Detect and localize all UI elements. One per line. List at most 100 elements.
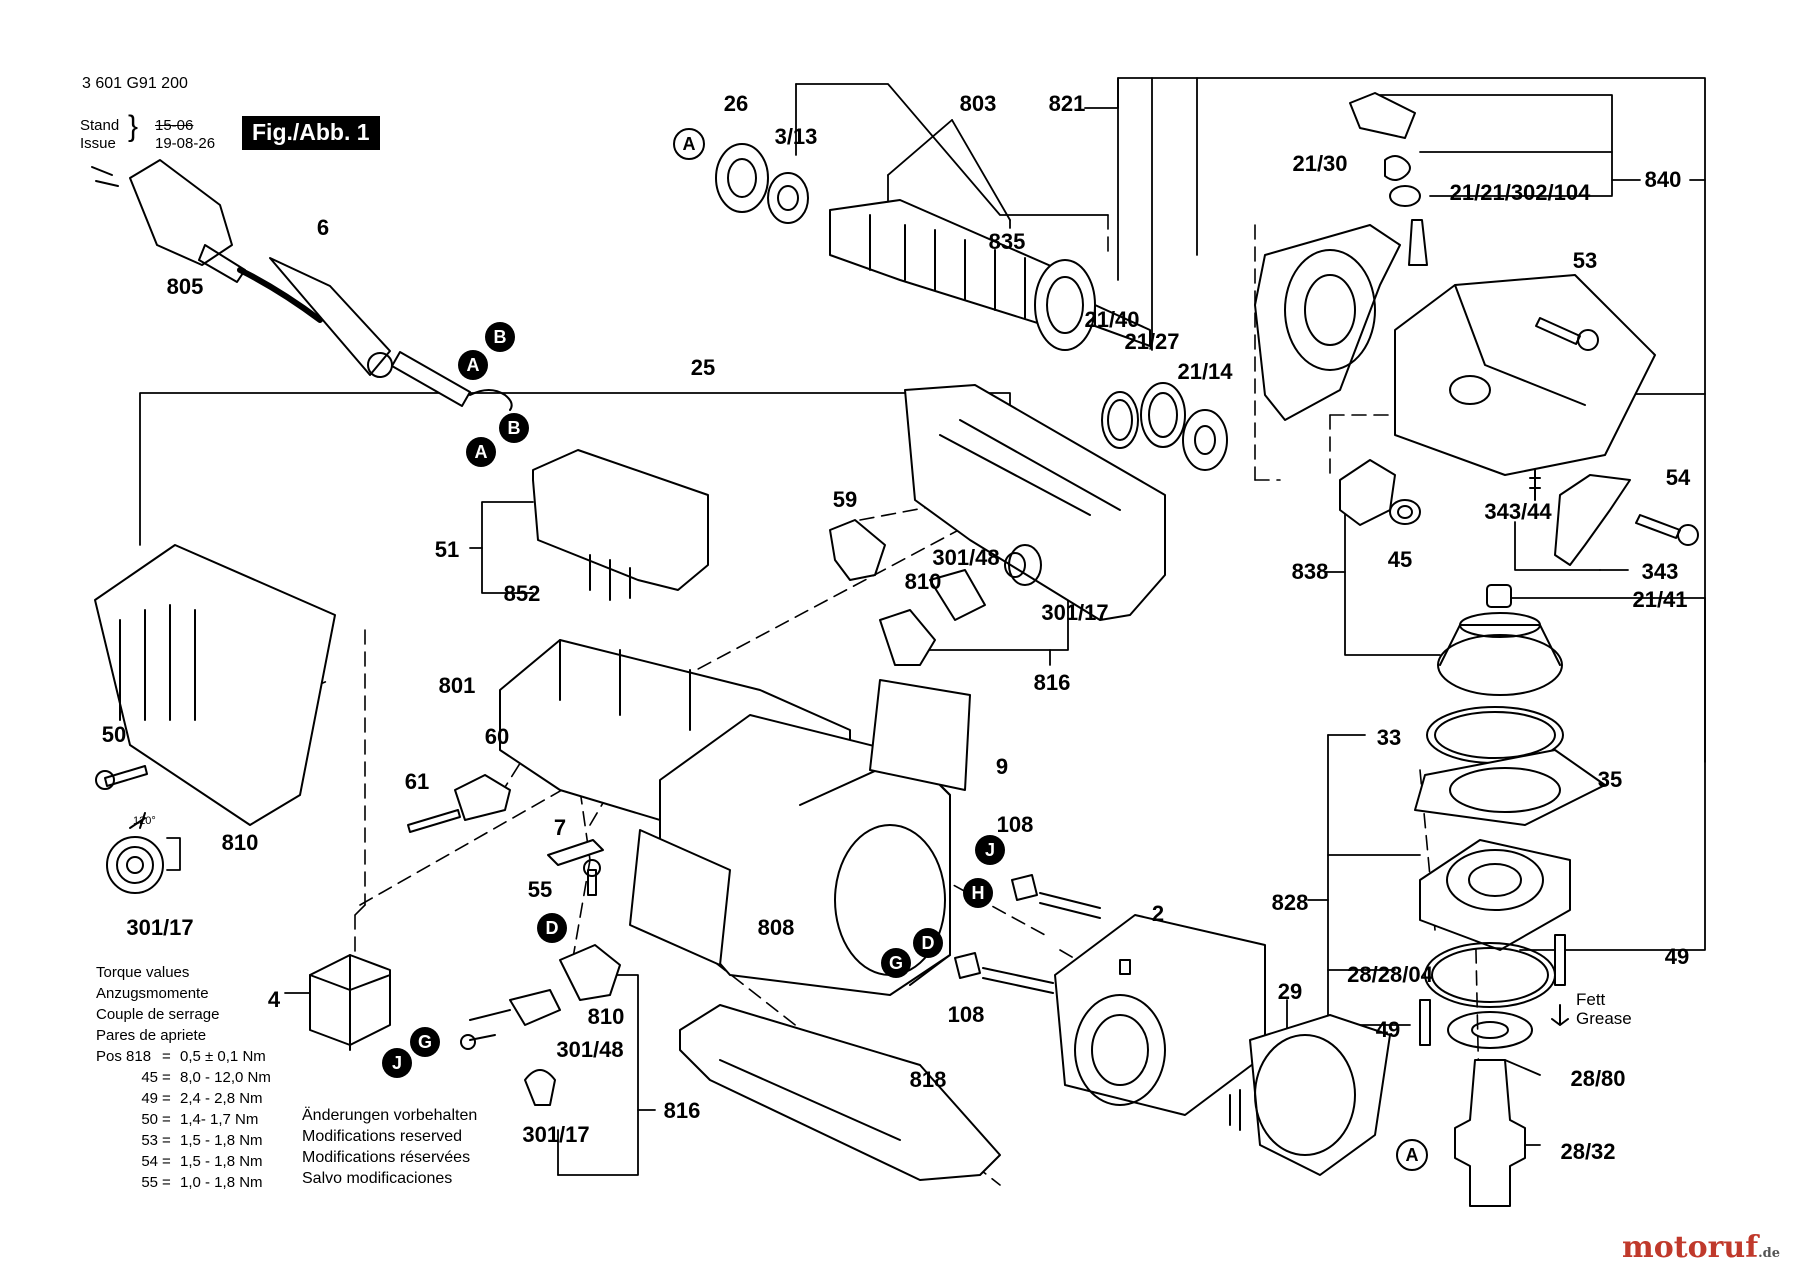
label-35: 35 <box>1597 767 1623 792</box>
label-21-14: 21/14 <box>1177 359 1233 384</box>
label-852: 852 <box>503 581 541 606</box>
brand-logo[interactable]: motoruf.de <box>1622 1230 1780 1265</box>
torque-value: 1,5 - 1,8 Nm <box>180 1132 263 1149</box>
spindle-28-32 <box>1454 1059 1526 1207</box>
label-45: 45 <box>1387 547 1413 572</box>
small-bearing-301-48 <box>1004 552 1026 578</box>
label-25: 25 <box>690 355 716 380</box>
electronic-module-4 <box>309 954 391 1051</box>
brush-810-top <box>929 569 986 621</box>
note-es: Salvo modificaciones <box>302 1170 453 1187</box>
label-sheet-808 <box>629 829 731 966</box>
housing-half-top <box>904 384 1166 621</box>
label-301-17-bottom: 301/17 <box>522 1122 590 1147</box>
label-21-40: 21/40 <box>1084 307 1140 332</box>
torque-value: 1,5 - 1,8 Nm <box>180 1153 263 1170</box>
grease-line-1: Fett <box>1576 990 1606 1009</box>
label-821: 821 <box>1048 91 1086 116</box>
letter-d-left: D <box>537 913 567 943</box>
torque-pos: 49 <box>141 1090 158 1107</box>
label-816-bottom: 816 <box>663 1098 701 1123</box>
letter-a-bottom: A <box>1396 1139 1428 1171</box>
label-28-80: 28/80 <box>1570 1066 1626 1091</box>
letter-b-cable: B <box>485 322 515 352</box>
label-810-top: 810 <box>904 569 942 594</box>
label-818: 818 <box>909 1067 947 1092</box>
torque-row: 55= 1,0 - 1,8 Nm <box>96 1172 271 1193</box>
torque-title-de: Anzugsmomente <box>96 985 209 1002</box>
torque-row: 54=1,5 - 1,8 Nm <box>96 1151 271 1172</box>
torque-eq: = <box>162 1090 171 1107</box>
grease-note: Fett Grease <box>1576 990 1632 1028</box>
label-810-bottom: 810 <box>587 1004 625 1029</box>
torque-row: 53=1,5 - 1,8 Nm <box>96 1130 271 1151</box>
bearing-21-14 <box>1182 409 1228 471</box>
torque-pos: Pos 818 <box>96 1048 152 1065</box>
brand-suffix: .de <box>1758 1246 1780 1261</box>
leader-lines <box>139 77 1706 1176</box>
screw-49-right <box>1554 934 1566 986</box>
grease-line-2: Grease <box>1576 1009 1632 1028</box>
label-53: 53 <box>1572 248 1598 273</box>
spring-810-left <box>106 836 164 894</box>
label-28-28-04: 28/28/04 <box>1347 962 1433 987</box>
label-55: 55 <box>527 877 553 902</box>
torque-eq: = <box>162 1153 171 1170</box>
torque-title-fr: Couple de serrage <box>96 1006 220 1023</box>
label-838: 838 <box>1291 559 1329 584</box>
spindle-lock-button <box>1349 92 1428 266</box>
label-29: 29 <box>1277 979 1303 1004</box>
pin-61 <box>407 809 461 833</box>
torque-pos: 45 <box>141 1069 158 1086</box>
torque-row: 49=2,4 - 2,8 Nm <box>96 1088 271 1109</box>
note-de: Änderungen vorbehalten <box>302 1107 478 1124</box>
bevel-gear <box>1437 612 1563 696</box>
letter-a-cable: A <box>458 350 488 380</box>
armature-835 <box>829 199 1151 351</box>
label-810-left: 810 <box>221 830 259 855</box>
label-301-48-bottom: 301/48 <box>556 1037 624 1062</box>
lever-343 <box>1529 469 1631 566</box>
issue-label: Issue <box>80 135 116 152</box>
issue-date: 19-08-26 <box>155 135 216 152</box>
label-49-right: 49 <box>1664 944 1690 969</box>
ring-21-40 <box>1101 391 1139 449</box>
torque-value: 1,0 - 1,8 Nm <box>180 1174 263 1191</box>
torque-value: 0,5 ± 0,1 Nm <box>180 1048 266 1065</box>
brush-810-bottom <box>469 989 561 1026</box>
torque-eq: = <box>162 1174 171 1191</box>
screw-50 <box>95 765 148 790</box>
label-21-27: 21/27 <box>1124 329 1180 354</box>
torque-pos: 55 <box>141 1174 158 1191</box>
letter-h-right: H <box>963 878 993 908</box>
label-49-left: 49 <box>1375 1017 1401 1042</box>
screw-55 <box>583 859 601 896</box>
grease-arrow <box>1551 1004 1569 1026</box>
label-840: 840 <box>1644 167 1682 192</box>
pinion-838 <box>1339 459 1396 526</box>
letter-j-right: J <box>975 835 1005 865</box>
stator-2 <box>1054 914 1266 1116</box>
label-301-17-top: 301/17 <box>1041 600 1109 625</box>
letter-d-right: D <box>913 928 943 958</box>
angle-label: 120° <box>133 815 156 827</box>
label-808: 808 <box>757 915 795 940</box>
label-2: 2 <box>1151 901 1165 926</box>
brace: } <box>128 110 139 143</box>
switch-51 <box>532 449 709 601</box>
torque-title-en: Torque values <box>96 964 190 981</box>
letter-g-left: G <box>410 1027 440 1057</box>
label-33: 33 <box>1376 725 1402 750</box>
label-301-48-top: 301/48 <box>932 545 1000 570</box>
screw-54 <box>1635 514 1699 546</box>
torque-eq: = <box>162 1111 171 1128</box>
clip-301-17-bottom <box>524 1069 556 1106</box>
washer-28-80 <box>1447 1011 1533 1049</box>
o-ring-28-28-04 <box>1424 942 1556 1008</box>
label-801: 801 <box>438 673 476 698</box>
letter-b-switch: B <box>499 413 529 443</box>
torque-row: 45=8,0 - 12,0 Nm <box>96 1067 271 1088</box>
label-343: 343 <box>1641 559 1679 584</box>
plate-7 <box>547 839 604 866</box>
